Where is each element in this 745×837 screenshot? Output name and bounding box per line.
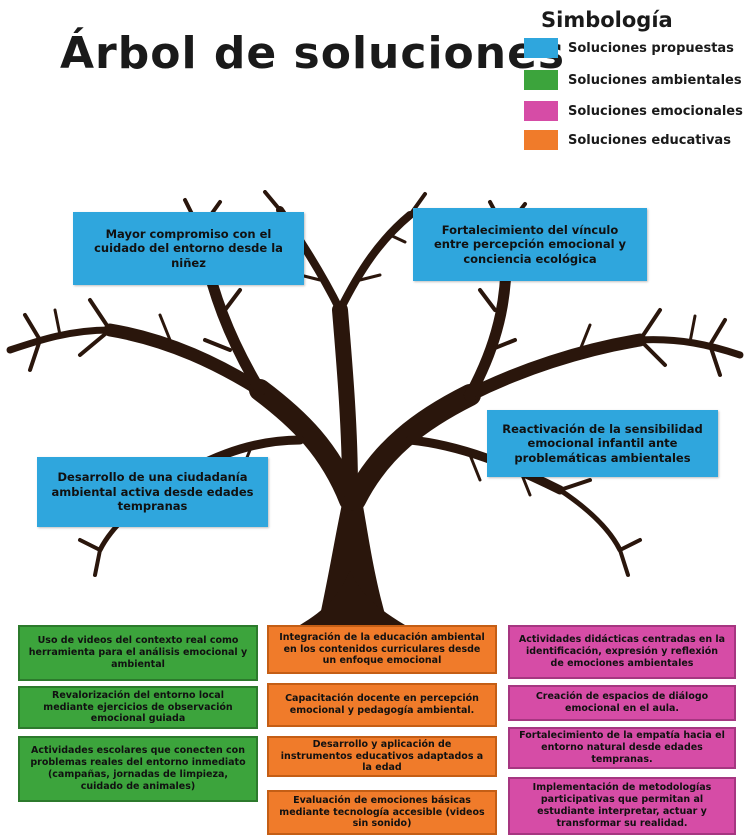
proposed-solution-4: Desarrollo de una ciudadanía ambiental a… xyxy=(37,457,268,527)
diagram-title: Árbol de soluciones xyxy=(60,28,566,79)
legend-label: Soluciones ambientales xyxy=(568,72,742,88)
legend-item-proposed: Soluciones propuestas xyxy=(524,37,734,59)
educational-solution-1: Integración de la educación ambiental en… xyxy=(267,625,497,674)
environmental-solution-2: Revalorización del entorno local mediant… xyxy=(18,686,258,729)
proposed-solution-2: Fortalecimiento del vínculo entre percep… xyxy=(413,208,647,281)
environmental-solution-3: Actividades escolares que conecten con p… xyxy=(18,736,258,802)
emotional-solution-3: Fortalecimiento de la empatía hacia el e… xyxy=(508,727,736,769)
legend-title: Simbología xyxy=(541,8,673,32)
proposed-solution-3: Reactivación de la sensibilidad emociona… xyxy=(487,410,718,477)
proposed-solution-1: Mayor compromiso con el cuidado del ento… xyxy=(73,212,304,285)
environmental-solution-1: Uso de videos del contexto real como her… xyxy=(18,625,258,681)
legend-label: Soluciones educativas xyxy=(568,132,731,148)
legend-item-educational: Soluciones educativas xyxy=(524,129,731,151)
legend-item-emotional: Soluciones emocionales xyxy=(524,100,743,122)
legend-item-environmental: Soluciones ambientales xyxy=(524,69,742,91)
legend-swatch-green xyxy=(524,70,558,90)
legend-swatch-orange xyxy=(524,130,558,150)
legend-label: Soluciones emocionales xyxy=(568,103,743,119)
emotional-solution-2: Creación de espacios de diálogo emociona… xyxy=(508,685,736,721)
emotional-solution-1: Actividades didácticas centradas en la i… xyxy=(508,625,736,679)
legend-label: Soluciones propuestas xyxy=(568,40,734,56)
educational-solution-2: Capacitación docente en percepción emoci… xyxy=(267,683,497,727)
educational-solution-4: Evaluación de emociones básicas mediante… xyxy=(267,790,497,835)
legend-swatch-blue xyxy=(524,38,558,58)
emotional-solution-4: Implementación de metodologías participa… xyxy=(508,777,736,835)
legend-swatch-pink xyxy=(524,101,558,121)
educational-solution-3: Desarrollo y aplicación de instrumentos … xyxy=(267,736,497,777)
